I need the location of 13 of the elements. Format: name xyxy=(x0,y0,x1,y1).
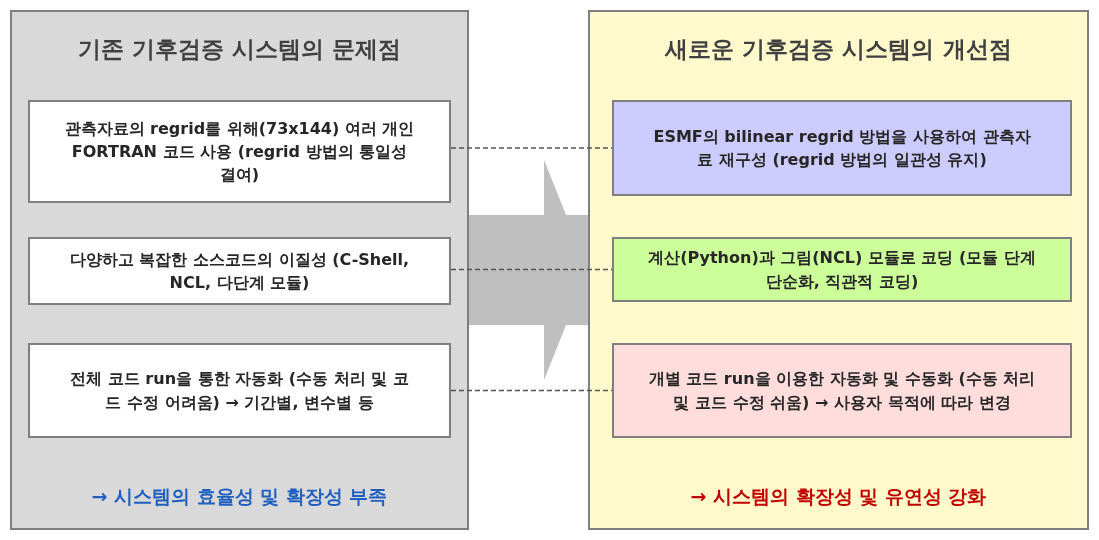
text-box: ESMF의 bilinear regrid 방법을 사용하여 관측자료 재구성 (regrid 방법의 일관성 유지) xyxy=(612,100,1072,196)
panel xyxy=(588,10,1089,530)
text-box: 다양하고 복잡한 소스코드의 이질성 (C-Shell, NCL, 다단계 모듈) xyxy=(28,237,451,305)
panel-title: 새로운 기후검증 시스템의 개선점 xyxy=(663,35,1013,64)
text-box: 개별 코드 run을 이용한 자동화 및 수동화 (수동 처리 및 코드 수정 쉬움) → 사용자 목적에 따라 변경 xyxy=(612,343,1072,438)
summary-text: → 시스템의 확장성 및 유연성 강화 xyxy=(689,484,988,509)
text-box: 관측자료의 regrid를 위해(73x144) 여러 개인 FORTRAN 코드 사용 (regrid 방법의 통일성 결여) xyxy=(28,100,451,203)
panel-title: 기존 기후검증 시스템의 문제점 xyxy=(77,35,402,64)
text-box: 전체 코드 run을 통한 자동화 (수동 처리 및 코드 수정 어려움) → 기간별, 변수별 등 xyxy=(28,343,451,438)
text-box: 계산(Python)과 그림(NCL) 모듈로 코딩 (모듈 단계 단순화, 직관적 코딩) xyxy=(612,237,1072,302)
summary-text: → 시스템의 효율성 및 확장성 부족 xyxy=(90,484,389,509)
block-arrow xyxy=(469,160,588,380)
panel xyxy=(10,10,469,530)
